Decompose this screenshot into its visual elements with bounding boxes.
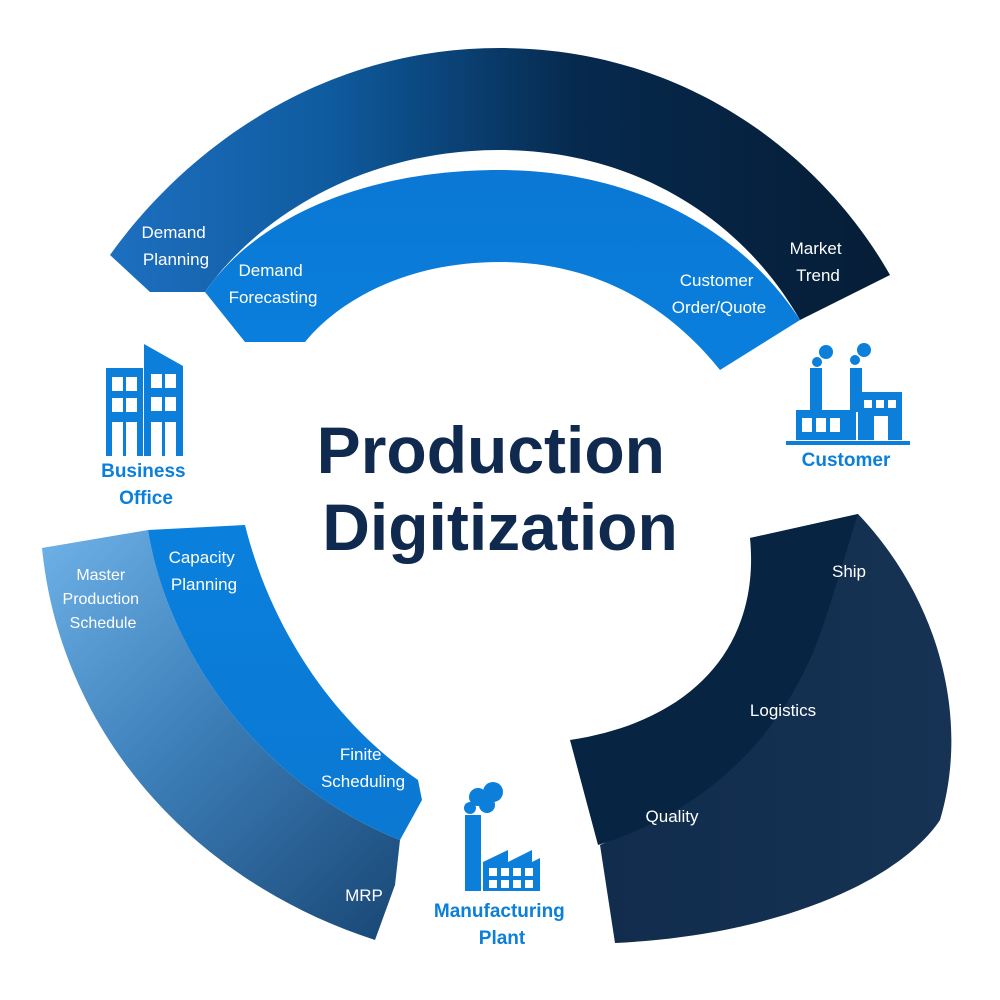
- segment-quality: Quality: [646, 807, 699, 826]
- left-outer-arc: [42, 530, 400, 940]
- left-arc-group: [42, 525, 422, 940]
- right-outer-arc: [600, 514, 952, 943]
- left-inner-arc: [148, 525, 422, 840]
- factory-smoke-icon: [464, 782, 540, 891]
- node-business-office: Business Office: [101, 461, 191, 509]
- segment-market-trend: Market Trend: [790, 239, 847, 285]
- segment-customer-order-quote: Customer Order/Quote: [672, 271, 767, 317]
- office-building-icon: [106, 344, 183, 456]
- node-customer: Customer: [802, 450, 891, 471]
- top-outer-arc: [110, 48, 890, 320]
- segment-capacity-planning: Capacity Planning: [169, 548, 240, 594]
- node-manufacturing-plant: Manufacturing Plant: [434, 901, 570, 949]
- segment-master-production-schedule: Master Production Schedule: [63, 567, 144, 632]
- segment-logistics: Logistics: [750, 701, 816, 720]
- top-arc-group: [110, 48, 890, 370]
- top-inner-arc: [205, 170, 800, 370]
- segment-mrp: MRP: [345, 886, 383, 905]
- segment-demand-forecasting: Demand Forecasting: [229, 261, 318, 307]
- right-inner-arc: [570, 514, 858, 845]
- segment-finite-scheduling: Finite Scheduling: [321, 745, 405, 791]
- segment-ship: Ship: [832, 562, 866, 581]
- factory-icon: [786, 343, 910, 445]
- page-title: Production Digitization: [317, 413, 684, 564]
- right-arc-group: [570, 514, 952, 943]
- segment-demand-planning: Demand Planning: [142, 223, 211, 269]
